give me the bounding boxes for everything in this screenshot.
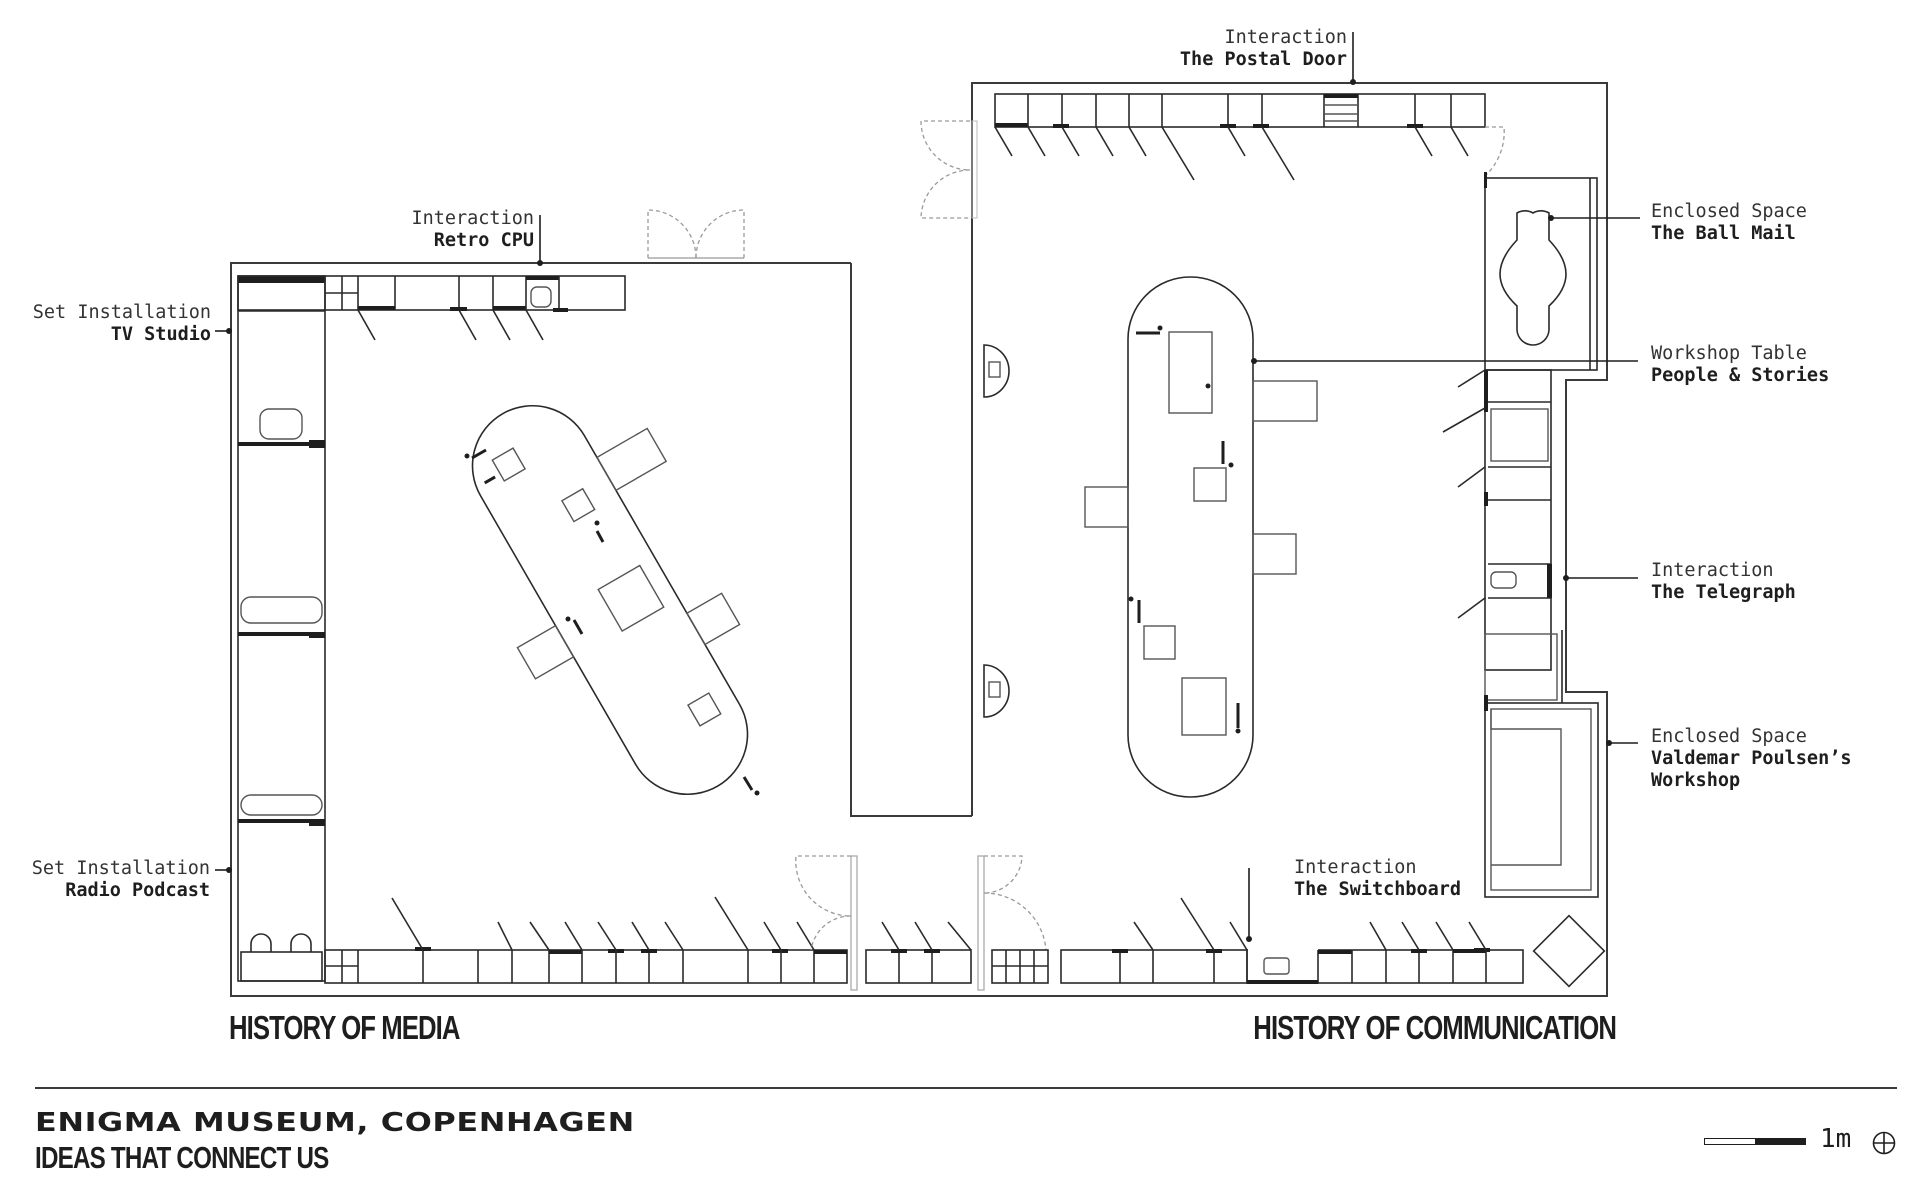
annotation-name: The Postal Door [1179,49,1347,70]
comm-central-table [1084,276,1318,798]
annotation-type: Enclosed Space [1651,201,1807,222]
annotation-type: Set Installation [31,858,210,879]
poulsen-workshop-enclosure [1484,695,1599,898]
info-stand-upper [983,344,1010,398]
north-crosshair-icon [1872,1131,1896,1155]
annotation-name: The Switchboard [1294,879,1462,900]
ball-mail-enclosure [1484,172,1598,371]
scale-bar-black-segment [1755,1138,1806,1145]
annotation-type: Interaction [1651,560,1774,581]
media-room [230,209,972,997]
annotation-postal-door: Interaction The Postal Door [1180,27,1347,71]
annotation-type: Interaction [411,208,534,229]
comm-right-column [1442,369,1563,703]
connecting-doors [795,855,1049,991]
annotation-radio-podcast: Set Installation Radio Podcast [32,858,210,902]
annotation-retro-cpu: Interaction Retro CPU [411,208,534,252]
media-bottom-cabinets [324,896,848,984]
room-title-media: HISTORY OF MEDIA [229,1009,460,1046]
media-table-markers [464,448,760,796]
annotation-type: Workshop Table [1651,343,1807,364]
annotation-people-stories: Workshop Table People & Stories [1651,343,1829,387]
communication-room [920,82,1608,997]
annotation-name: TV Studio [110,324,211,345]
annotation-name: People & Stories [1651,365,1830,386]
info-stand-lower [983,664,1010,718]
room-title-communication: HISTORY OF COMMUNICATION [1253,1009,1617,1046]
museum-title: ENIGMA MUSEUM, COPENHAGEN [35,1108,635,1138]
media-top-door [647,209,745,259]
annotation-ball-mail: Enclosed Space The Ball Mail [1651,201,1807,245]
scale-bar [1704,1138,1806,1145]
annotation-leaders [215,32,1640,942]
annotation-switchboard: Interaction The Switchboard [1294,857,1461,901]
diamond-display [1532,914,1606,988]
annotation-name: The Ball Mail [1651,223,1796,244]
media-top-cabinets [237,275,626,341]
annotation-name: Retro CPU [433,230,534,251]
annotation-type: Set Installation [32,302,211,323]
tv-studio-set [237,275,326,982]
annotation-tv-studio: Set Installation TV Studio [33,302,211,346]
annotation-name: Radio Podcast [65,880,210,901]
scale-label: 1m [1820,1124,1852,1154]
annotation-type: Interaction [1224,27,1347,48]
annotation-name: Valdemar Poulsen’s Workshop [1651,748,1852,791]
media-central-table [471,404,749,796]
comm-bottom-cabinets [1060,897,1524,984]
annotation-name: The Telegraph [1651,582,1796,603]
scale-bar-white-segment [1704,1138,1757,1145]
annotation-poulsen-workshop: Enclosed Space Valdemar Poulsen’s Worksh… [1651,726,1891,792]
annotation-type: Interaction [1294,857,1417,878]
footer-divider [35,1087,1897,1089]
comm-top-cabinets [994,93,1505,181]
comm-left-door [920,120,978,219]
annotation-type: Enclosed Space [1651,726,1807,747]
annotation-telegraph: Interaction The Telegraph [1651,560,1796,604]
museum-subtitle: IDEAS THAT CONNECT US [35,1140,329,1175]
